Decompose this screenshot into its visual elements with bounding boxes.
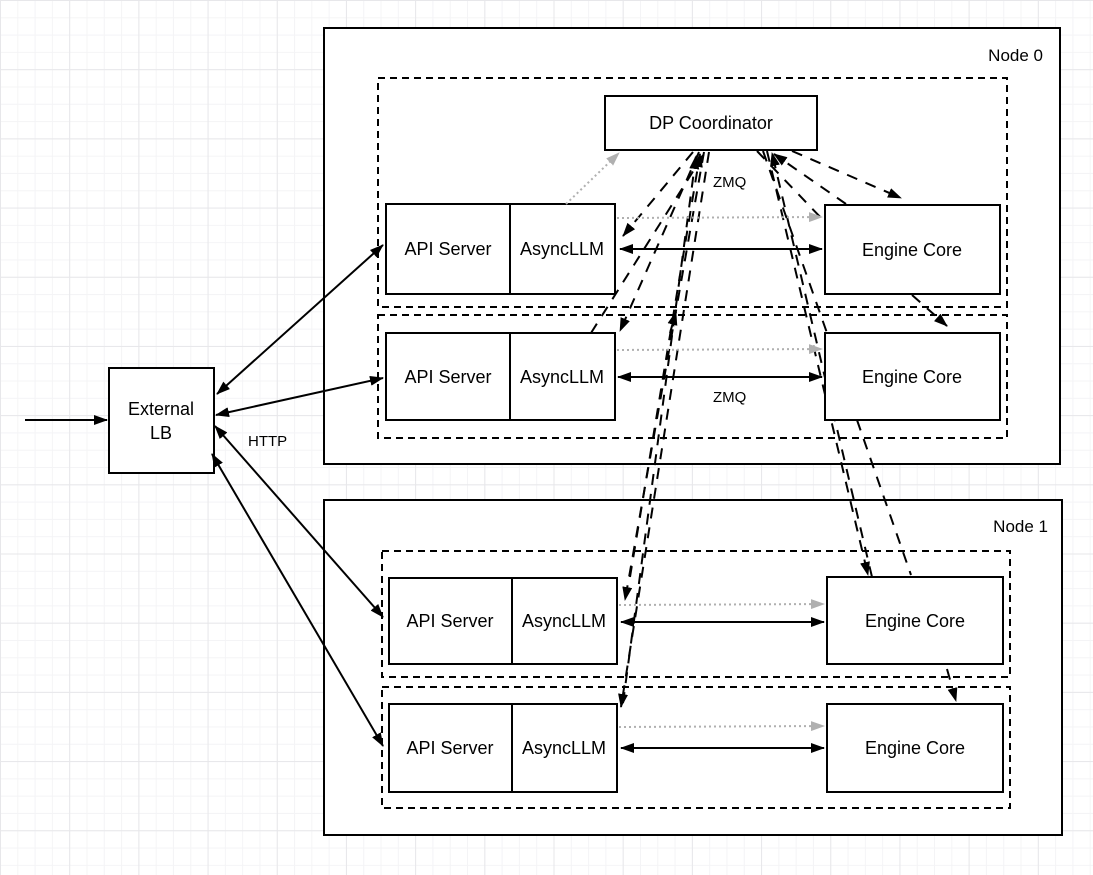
- api-server-label-n0r1: API Server: [404, 367, 491, 387]
- node0-label: Node 0: [988, 46, 1043, 65]
- external-lb-label-line1: External: [128, 399, 194, 419]
- api-asyncllm-box-n1r0: [388, 577, 618, 665]
- asyncllm-n0r1-to-dp-arrow: [590, 153, 705, 334]
- http-label: HTTP: [248, 433, 287, 450]
- node0-replica0-group: [377, 77, 1008, 308]
- dp-to-engine-n1r0-arrow: [766, 150, 870, 576]
- dp-to-engine-n1r1-arrow: [946, 668, 958, 702]
- http-links: [25, 244, 384, 747]
- api-server-label-n1r0: API Server: [406, 611, 493, 631]
- dotted-links: [565, 152, 825, 732]
- dp-to-asyncllm-n0r1-arrow: [619, 151, 700, 332]
- engine-core-box-n0r0: [824, 204, 1001, 295]
- node1-replica1-group: [381, 686, 1011, 809]
- asyncllm-label-n1r1: AsyncLLM: [522, 738, 606, 758]
- dotted-arrow-n1r1: [618, 721, 825, 732]
- engine-n1r0-to-dp-arrow: [770, 152, 873, 578]
- engine-core-box-n1r0: [826, 576, 1004, 665]
- dotted-arrow-n1r0: [618, 599, 825, 610]
- dp-to-engine-n0r1-segment: [756, 150, 825, 222]
- external-lb-box: [108, 367, 215, 474]
- node1-label: Node 1: [993, 517, 1048, 536]
- node0-row0: API Server AsyncLLM Engine Core: [385, 203, 1001, 295]
- dp-to-engine-n0r1-arrow: [911, 294, 948, 327]
- zmq-links: [617, 244, 825, 753]
- zmq-coordinator-label: ZMQ: [713, 174, 746, 191]
- engine-core-box-n0r1: [824, 332, 1001, 421]
- dp-coordinator-box: [604, 95, 818, 151]
- engine-core-label-n0r1: Engine Core: [862, 367, 962, 387]
- engine-core-box-n1r1: [826, 703, 1004, 793]
- api-asyncllm-box-n0r1: [385, 332, 616, 421]
- lb-to-api-n0r1-arrow: [215, 375, 384, 418]
- api-asyncllm-box-n1r1: [388, 703, 618, 793]
- api-server-label-n1r1: API Server: [406, 738, 493, 758]
- dp-coordinator: DP Coordinator: [604, 95, 818, 151]
- api-asyncllm-box-n0r0: [385, 203, 616, 295]
- engine-n0r0-to-dp-arrow: [773, 153, 847, 205]
- api-server-label-n0r0: API Server: [404, 239, 491, 259]
- dotted-arrow-n0r0: [616, 212, 823, 223]
- dotted-arrow-n0r1: [616, 344, 823, 355]
- engine-core-label-n1r0: Engine Core: [865, 611, 965, 631]
- asyncllm-label-n0r0: AsyncLLM: [520, 239, 604, 259]
- asyncllm-to-dp-dotted-arrow: [565, 152, 620, 205]
- dp-to-engine-n1r1-segment-b: [856, 419, 912, 576]
- dp-coordinator-label: DP Coordinator: [649, 113, 773, 133]
- node0-row1: API Server AsyncLLM Engine Core: [385, 332, 1001, 421]
- external-lb: External LB: [108, 367, 215, 474]
- asyncllm-label-n1r0: AsyncLLM: [522, 611, 606, 631]
- lb-to-api-n0r0-arrow: [216, 244, 384, 395]
- engine-core-label-n0r0: Engine Core: [862, 240, 962, 260]
- node1-row1: API Server AsyncLLM Engine Core: [388, 703, 1004, 793]
- lb-to-api-n1r1-arrow: [211, 453, 384, 747]
- zmq-engine-label: ZMQ: [713, 389, 746, 406]
- asyncllm-label-n0r1: AsyncLLM: [520, 367, 604, 387]
- engine-core-label-n1r1: Engine Core: [865, 738, 965, 758]
- dp-to-engine-n1r1-segment-a: [762, 150, 828, 334]
- node1-row0: API Server AsyncLLM Engine Core: [388, 576, 1004, 665]
- external-lb-label-line2: LB: [150, 423, 172, 443]
